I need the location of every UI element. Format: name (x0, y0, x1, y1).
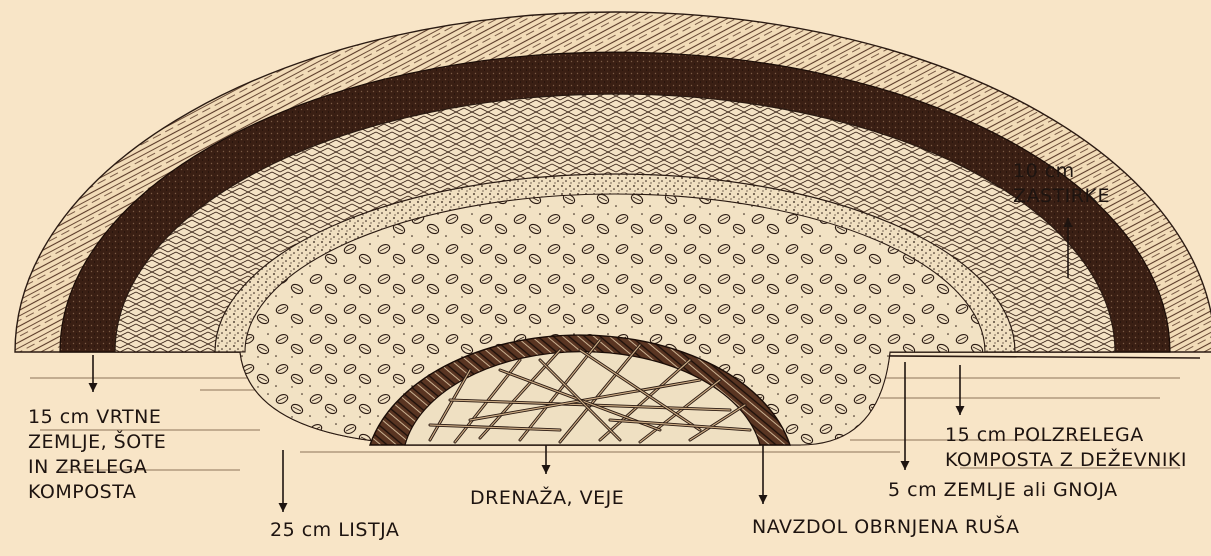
arrow-leaves-head (279, 503, 288, 512)
arrow-semi-ripe-compost-head (956, 406, 965, 415)
arrow-drainage-head (542, 465, 551, 474)
arrow-soil-or-manure-head (901, 461, 910, 470)
label-soil-or-manure: 5 cm ZEMLJE ali GNOJA (888, 478, 1118, 503)
arrow-sod-head (759, 495, 768, 504)
label-mulch: 10 cm ZASTIRKE (1013, 159, 1110, 209)
label-leaves: 25 cm LISTJA (270, 518, 399, 543)
label-drainage: DRENAŽA, VEJE (470, 486, 624, 511)
label-garden-soil: 15 cm VRTNE ZEMLJE, ŠOTE IN ZRELEGA KOMP… (28, 405, 166, 505)
label-semi-ripe-compost: 15 cm POLZRELEGA KOMPOSTA Z DEŽEVNIKI (945, 423, 1187, 473)
label-sod: NAVZDOL OBRNJENA RUŠA (752, 515, 1020, 540)
arrow-garden-soil-head (89, 383, 98, 392)
